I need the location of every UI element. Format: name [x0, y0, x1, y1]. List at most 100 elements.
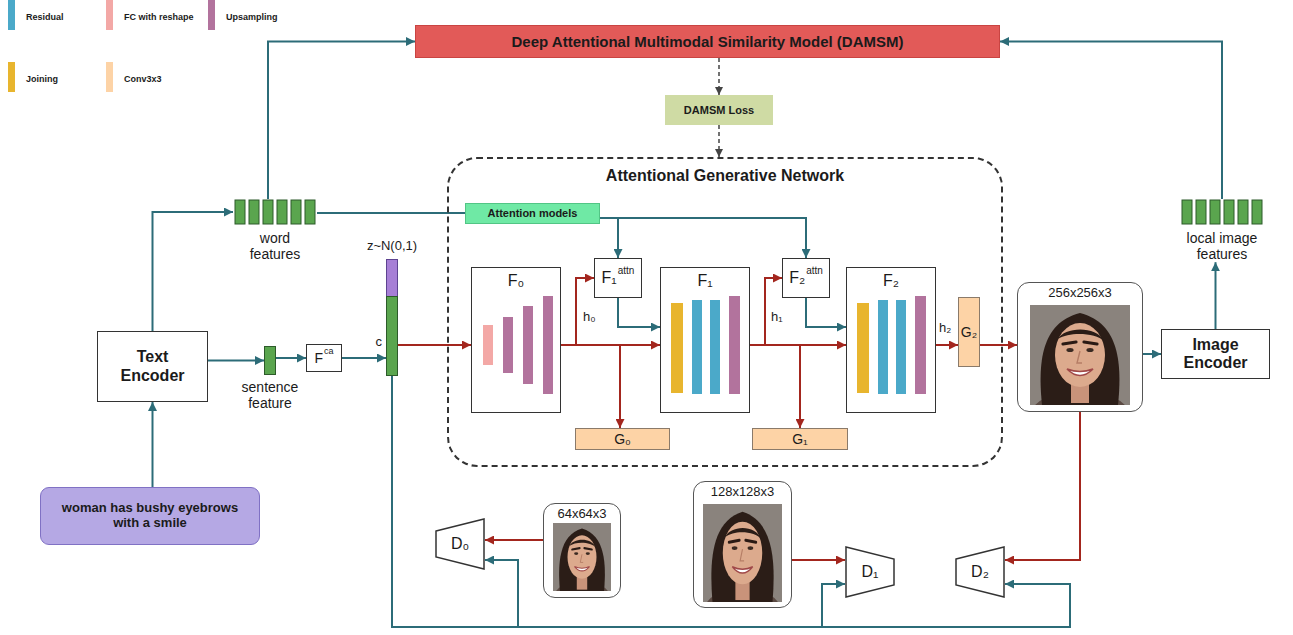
module-superscript: attn — [618, 265, 635, 277]
vector-cell — [1196, 200, 1206, 224]
vector-cell — [1224, 200, 1234, 224]
box-label: G₂ — [961, 324, 977, 340]
generator-stage: F₁ — [660, 267, 750, 413]
trapezoid-outline — [956, 547, 1004, 597]
upsampling-bar — [503, 317, 513, 373]
connector — [718, 58, 720, 95]
generator-stage: F₂ — [846, 267, 936, 413]
input-text-box: woman has bushy eyebrows with a smile — [40, 487, 260, 545]
connector — [317, 212, 465, 214]
loss-box: DAMSM Loss — [665, 95, 773, 125]
hidden-state-label: h₀ — [583, 310, 596, 325]
module-superscript: attn — [806, 265, 823, 277]
trapezoid-outline — [436, 519, 484, 569]
resolution-label: 128x128x3 — [711, 485, 775, 500]
connector — [276, 357, 306, 359]
legend-label: FC with reshape — [124, 12, 194, 22]
stage-label: F₁ — [697, 272, 712, 290]
connector — [936, 344, 958, 346]
feature-vector: local image features — [1180, 199, 1264, 262]
face-image — [703, 504, 782, 631]
legend-swatch — [8, 62, 15, 92]
label-holder: h₂ — [939, 321, 951, 336]
vector-cell — [277, 200, 287, 224]
feature-vector: sentence feature — [264, 346, 276, 375]
upsampling-bar — [523, 306, 533, 384]
connector — [485, 539, 543, 541]
label-holder: h₁ — [771, 310, 783, 325]
vector-cell — [235, 200, 245, 224]
vector-cell — [305, 200, 315, 224]
discriminator-label: D₁ — [862, 563, 879, 581]
label-holder: Residual — [26, 12, 64, 22]
box-label: G₀ — [614, 431, 631, 447]
vector-cell — [1182, 200, 1192, 224]
discriminator: D₀ — [435, 518, 485, 570]
network-region: Attentional Generative NetworkAttention … — [447, 157, 1003, 467]
residual-bar — [710, 300, 720, 394]
face-image — [553, 523, 611, 611]
legend-swatch — [106, 62, 113, 92]
stage-label: F₀ — [508, 272, 524, 290]
module-symbol: F₁ — [602, 269, 617, 287]
trapezoid-outline — [846, 547, 894, 597]
label-holder: FC with reshape — [124, 12, 194, 22]
connector — [750, 278, 782, 345]
resolution-label: 256x256x3 — [1048, 286, 1112, 301]
attention-module: F₂attn — [782, 258, 830, 298]
attention-box: Attention models — [465, 203, 600, 224]
label-holder: h₀ — [583, 310, 596, 325]
shape-outline — [264, 346, 276, 375]
image-frame: 256x256x3 — [1017, 282, 1143, 412]
vector-cell — [1210, 200, 1220, 224]
legend-label: Conv3x3 — [124, 74, 162, 84]
conv-block: G₀ — [575, 428, 670, 450]
legend-swatch — [8, 0, 15, 30]
vector-label: sentence feature — [234, 379, 306, 411]
hidden-state-label: h₂ — [939, 321, 951, 336]
label-holder: Conv3x3 — [124, 74, 162, 84]
box-label: woman has bushy eyebrows with a smile — [55, 501, 245, 531]
box-label: Image Encoder — [1173, 336, 1259, 373]
attention-module: F₁attn — [594, 258, 642, 298]
connector — [806, 298, 846, 327]
module-superscript: ca — [324, 346, 334, 356]
joining-bar — [671, 303, 683, 393]
module-symbol: F — [314, 350, 323, 366]
label-holder: Joining — [26, 74, 58, 84]
connector — [398, 344, 471, 346]
vector-cell — [1238, 200, 1248, 224]
region-title: Attentional Generative Network — [449, 167, 1001, 185]
conv-block: G₂ — [958, 297, 980, 367]
residual-bar — [878, 300, 888, 394]
connector — [561, 345, 620, 428]
residual-bar — [896, 300, 906, 394]
fc-bar-group — [483, 296, 553, 394]
discriminator-label: D₀ — [451, 535, 469, 553]
encoder-box: Image Encoder — [1161, 329, 1270, 379]
legend-label: Residual — [26, 12, 64, 22]
connector — [980, 344, 1017, 346]
vector-cell — [1252, 200, 1262, 224]
upsampling-bar — [729, 296, 740, 394]
condition-label: c — [376, 335, 383, 350]
label-holder: sentence feature — [234, 379, 306, 411]
connector — [718, 125, 720, 157]
legend-label: Upsampling — [226, 12, 278, 22]
stage-label: F₂ — [883, 272, 899, 290]
stage-two-bars — [857, 296, 926, 394]
discriminator: D₁ — [845, 546, 895, 598]
vector-cell — [249, 200, 259, 224]
connector — [268, 42, 415, 200]
legend-swatch — [208, 0, 215, 30]
resolution-label: 64x64x3 — [557, 507, 606, 522]
connector — [1000, 42, 1222, 200]
stage-one-bars — [671, 296, 740, 394]
generator-stage: F₀ — [471, 267, 561, 413]
condition-cell — [387, 297, 398, 376]
fc-bar — [483, 325, 493, 365]
vector-cell — [291, 200, 301, 224]
box-label: G₁ — [792, 431, 808, 447]
